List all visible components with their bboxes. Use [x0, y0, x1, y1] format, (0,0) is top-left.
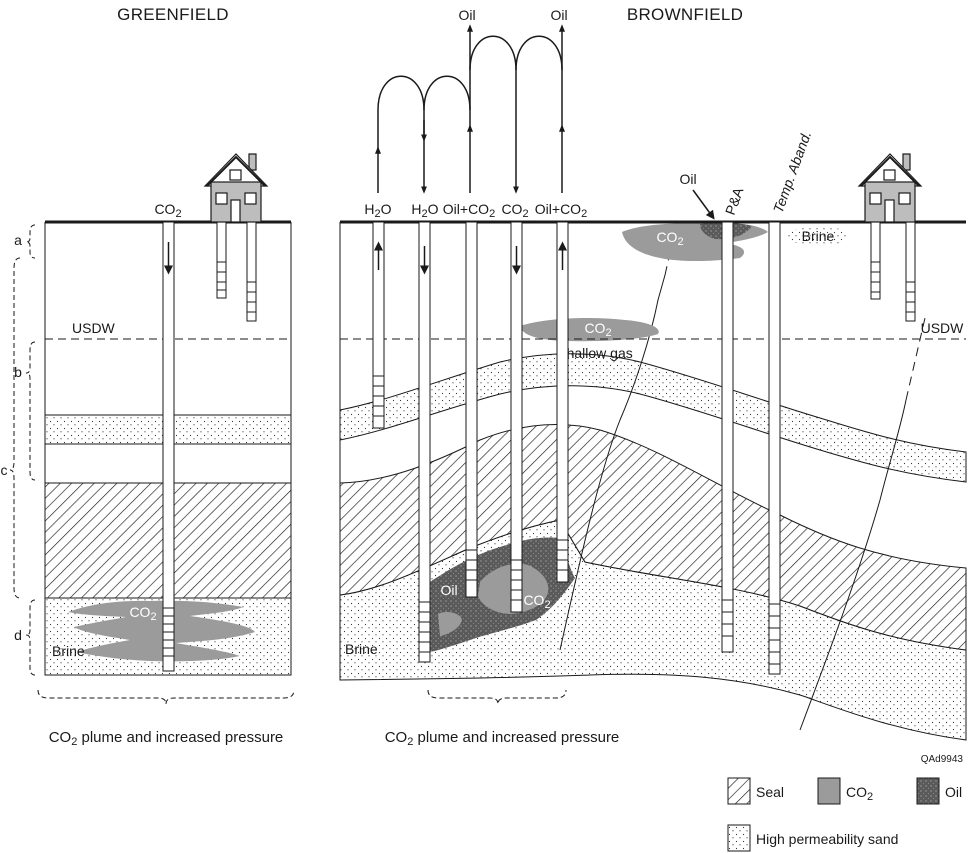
reservoir-oil-label: Oil — [440, 582, 457, 598]
oil-out-label-1: Oil — [458, 7, 475, 23]
greenfield-water-well-1 — [216, 221, 227, 299]
well-h2o-injection — [418, 221, 431, 663]
greenfield-house-icon — [203, 153, 269, 223]
surface-brine-label: Brine — [802, 228, 835, 244]
well-label-4: CO2 — [501, 201, 528, 220]
recycle-flow-arrows — [375, 24, 565, 194]
well-label-3: Oil+CO2 — [443, 201, 495, 220]
surface-brine-seep — [788, 226, 848, 246]
greenfield-water-well-2 — [246, 221, 257, 322]
legend-co2-label: CO2 — [846, 784, 873, 803]
greenfield-plume-label: CO2 — [129, 604, 156, 623]
brownfield-panel: BROWNFIELD Oil CO2 Brine CO2 Brine CO2 S… — [339, 5, 967, 765]
well-temporarily-abandoned — [768, 221, 781, 675]
legend-co2-swatch — [817, 777, 841, 805]
greenfield-caption: CO2 plume and increased pressure — [49, 729, 284, 748]
temp-aband-label: Temp. Aband. — [770, 129, 814, 215]
greenfield-title: GREENFIELD — [117, 5, 229, 24]
brownfield-water-well-1 — [870, 221, 881, 300]
reservoir-co2-label: CO2 — [523, 592, 550, 611]
legend-oil-swatch — [916, 777, 940, 805]
bracket-a-label: a — [14, 232, 22, 248]
brownfield-usdw-label: USDW — [921, 320, 965, 336]
figure-id: QAd9943 — [921, 754, 964, 765]
well-h2o-production — [372, 221, 385, 429]
well-oil-co2-production-2 — [556, 221, 569, 583]
shallow-co2-plume — [520, 318, 659, 342]
brownfield-plume-brace — [427, 689, 567, 705]
bracket-b-label: b — [14, 364, 22, 380]
legend-seal-label: Seal — [756, 784, 784, 800]
brownfield-caption: CO2 plume and increased pressure — [385, 729, 620, 748]
legend-seal-swatch — [727, 777, 751, 805]
well-label-1: H2O — [364, 201, 391, 220]
well-label-5: Oil+CO2 — [535, 201, 587, 220]
pa-label: P&A — [722, 185, 747, 217]
well-co2-injection — [510, 221, 523, 613]
shallow-co2-label: CO2 — [584, 320, 611, 339]
brownfield-sand-layer-upper — [339, 353, 967, 483]
depth-brackets — [9, 224, 36, 676]
greenfield-usdw-label: USDW — [72, 320, 116, 336]
greenfield-co2-plume — [68, 600, 255, 662]
brownfield-brine-label: Brine — [345, 641, 378, 657]
greenfield-well-label: CO2 — [154, 201, 181, 220]
bracket-d-label: d — [14, 627, 22, 643]
oil-leak-label: Oil — [679, 171, 696, 187]
legend-sand-label: High permeability sand — [756, 831, 898, 847]
well-label-2: H2O — [411, 201, 438, 220]
well-oil-co2-production-1 — [465, 221, 478, 598]
well-plugged-abandoned — [721, 221, 734, 653]
brownfield-house-icon — [857, 153, 923, 223]
legend-sand-swatch — [727, 824, 751, 852]
greenfield-brine-label: Brine — [52, 643, 85, 659]
legend: Seal CO2 Oil High permeability sand — [727, 777, 962, 852]
oil-out-label-2: Oil — [550, 7, 567, 23]
legend-oil-label: Oil — [945, 784, 962, 800]
greenfield-plume-brace — [37, 689, 295, 705]
shallow-gas-label: Shallow gas — [557, 345, 633, 361]
fault-right-solid — [799, 399, 907, 731]
greenfield-injection-well — [162, 221, 175, 672]
brownfield-water-well-2 — [905, 221, 916, 322]
greenfield-panel: GREENFIELD CO2 Brine USDW CO2 — [1, 5, 295, 748]
brownfield-title: BROWNFIELD — [627, 5, 743, 24]
bracket-c-label: c — [1, 462, 8, 478]
surface-co2-label: CO2 — [656, 229, 683, 248]
